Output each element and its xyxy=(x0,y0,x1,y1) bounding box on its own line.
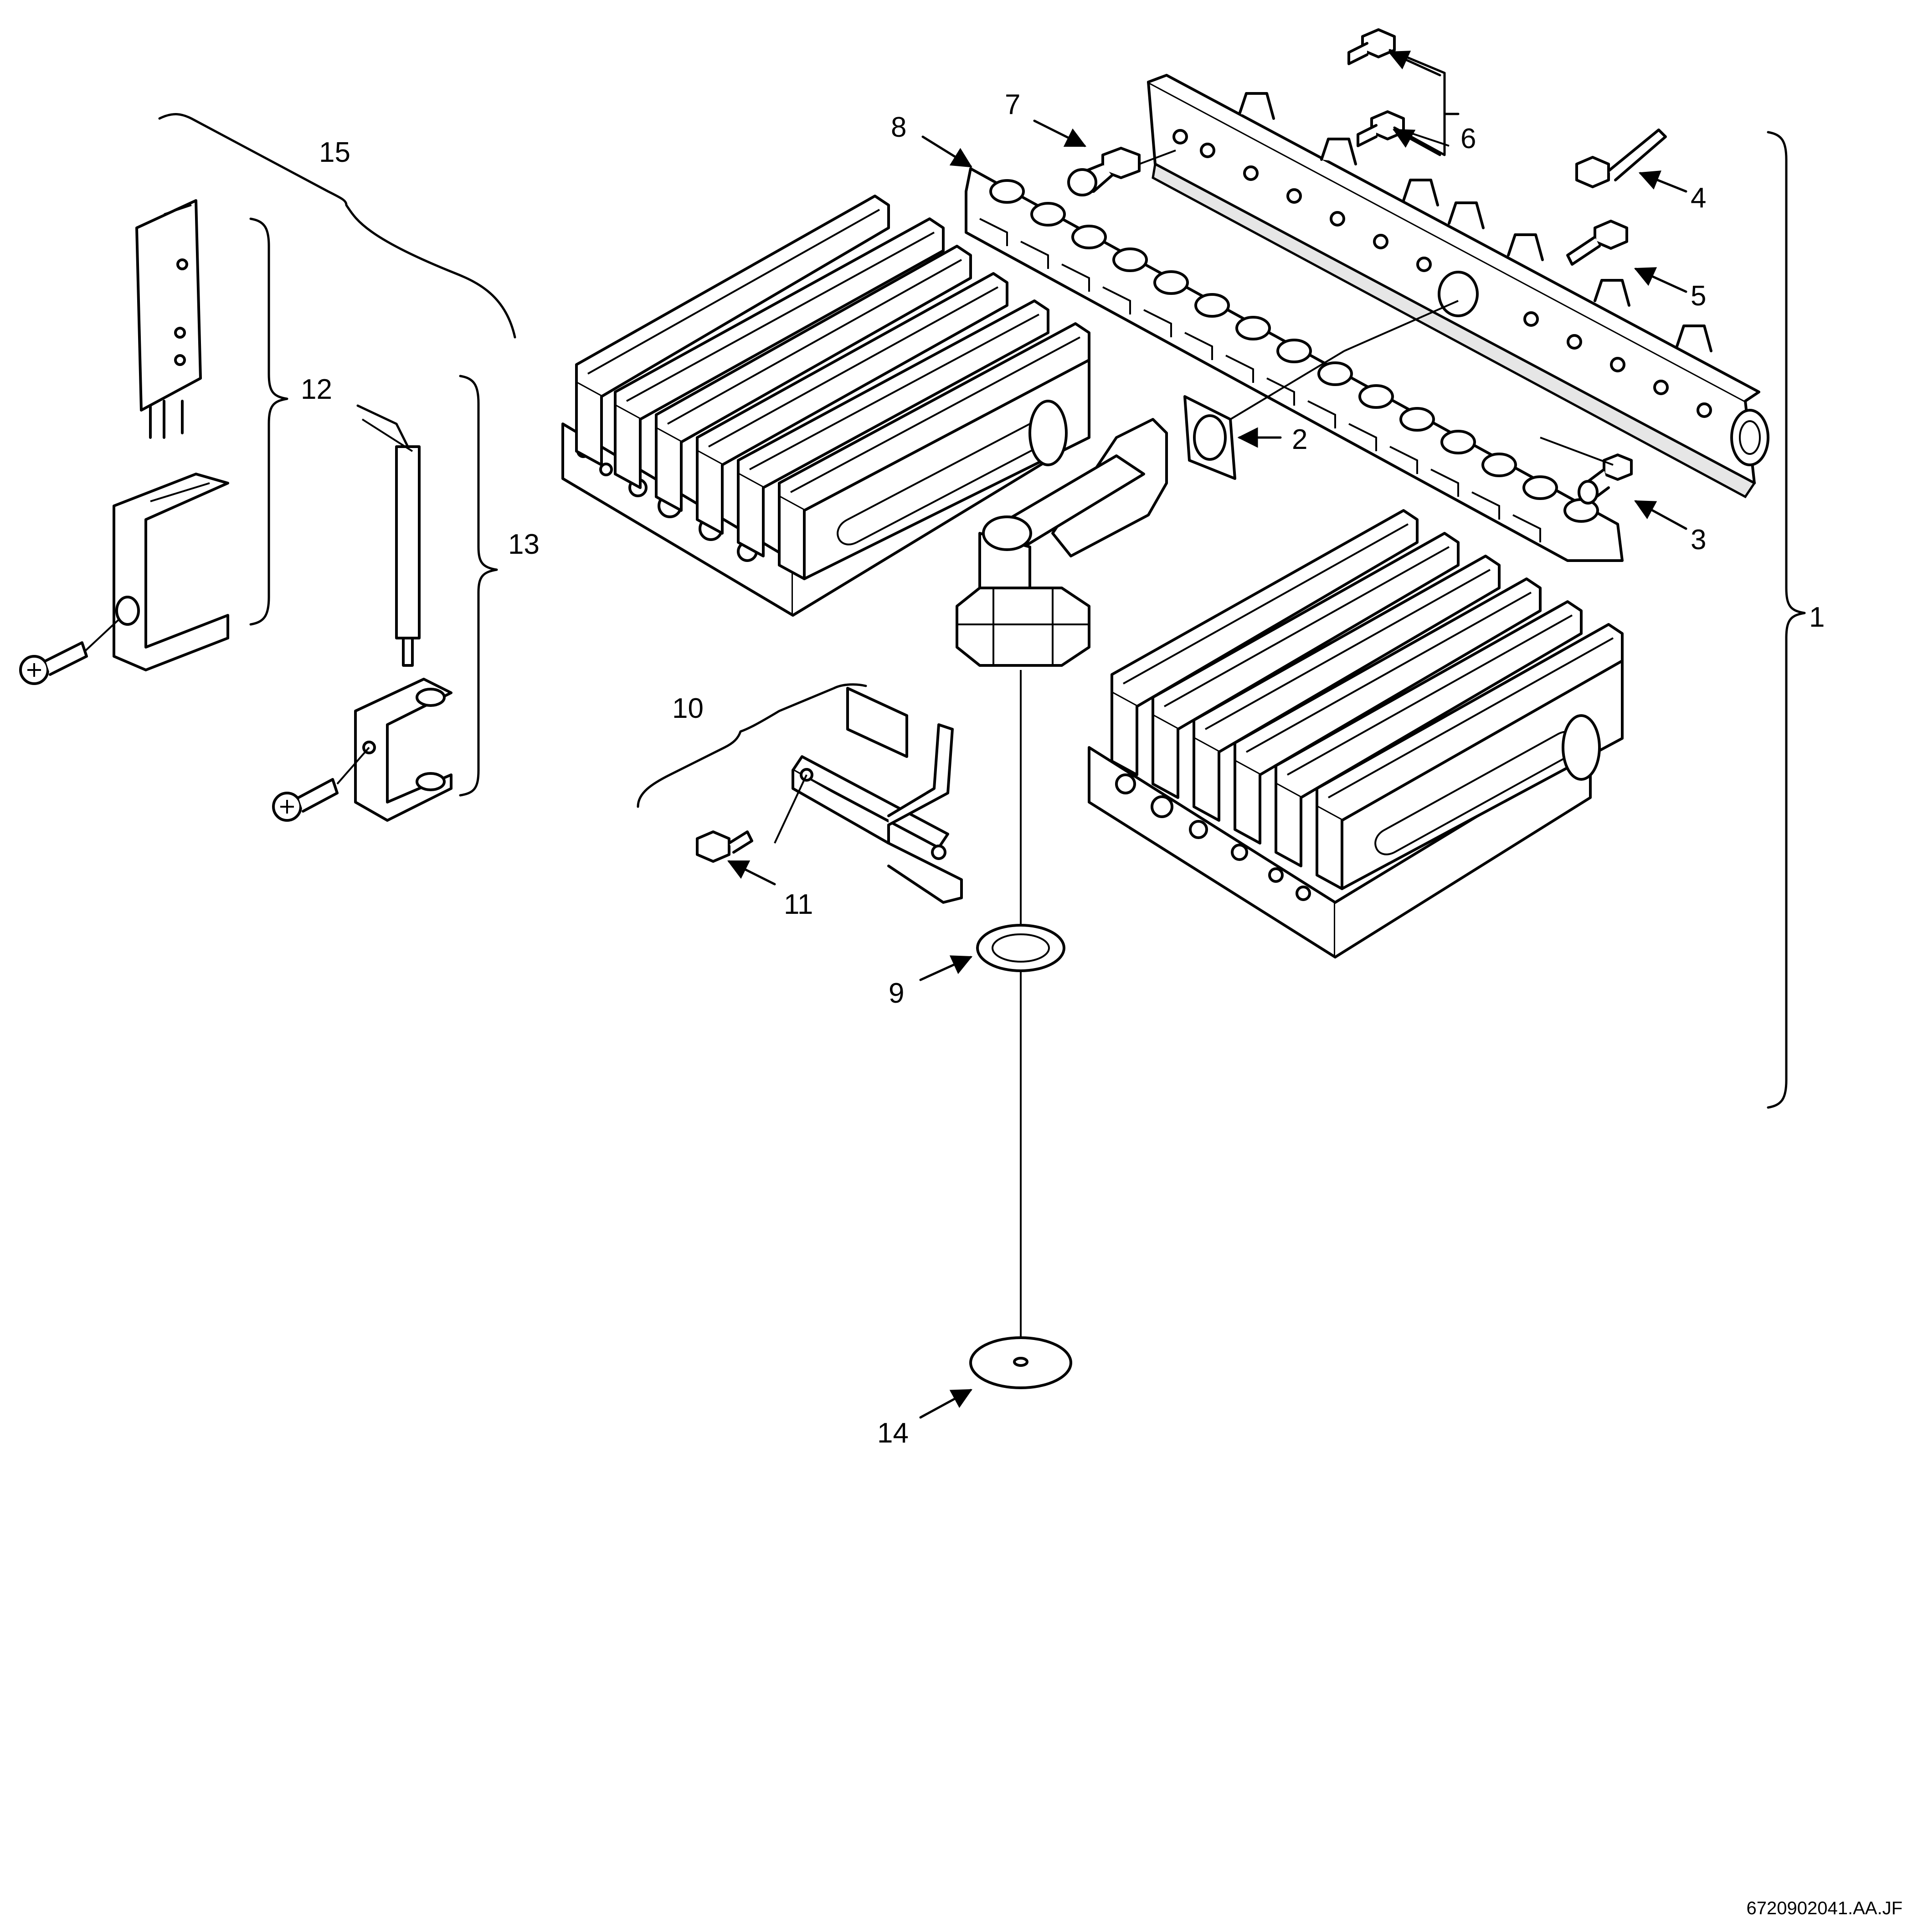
seal-ring-9 xyxy=(976,924,1065,972)
callout-labels: 1 2 3 4 5 6 7 8 9 10 11 12 13 14 15 xyxy=(301,89,1825,1449)
right-burner-block xyxy=(1088,509,1624,958)
disk-14 xyxy=(969,1336,1072,1389)
callout-1: 1 xyxy=(1809,602,1825,633)
electrode-bracket-13 xyxy=(354,678,452,822)
screw-5 xyxy=(1566,220,1628,266)
gas-manifold-rail xyxy=(1147,74,1769,499)
callout-11: 11 xyxy=(784,889,813,920)
flame-sensor-bracket xyxy=(792,687,963,904)
leader-lines xyxy=(83,49,1687,1419)
callout-7: 7 xyxy=(1005,89,1020,120)
callout-6: 6 xyxy=(1460,123,1476,155)
drawing-reference: 6720902041.AA.JF xyxy=(1747,1898,1902,1918)
brace-10 xyxy=(637,683,867,808)
nozzle-3 xyxy=(1578,453,1633,505)
callout-13: 13 xyxy=(508,529,540,560)
brace-15 xyxy=(158,113,516,339)
callout-15: 15 xyxy=(319,137,350,168)
screw-12 xyxy=(19,641,88,685)
electrode-holder-top xyxy=(135,199,202,439)
nozzle-7 xyxy=(1067,147,1141,196)
callout-9: 9 xyxy=(889,978,904,1009)
left-burner-block xyxy=(561,195,1090,617)
brace-13 xyxy=(459,375,498,797)
callout-10: 10 xyxy=(672,693,704,724)
electrode-13 xyxy=(356,404,421,667)
screw-13 xyxy=(272,778,339,822)
gas-inlet-elbow xyxy=(956,418,1168,667)
brace-1 xyxy=(1767,131,1806,1109)
screw-11 xyxy=(696,830,753,863)
screw-6a xyxy=(1347,28,1396,65)
pin-4 xyxy=(1575,129,1667,188)
callout-14: 14 xyxy=(877,1417,909,1449)
callout-3: 3 xyxy=(1691,524,1706,556)
gasket-strip xyxy=(965,167,1624,562)
callout-12: 12 xyxy=(301,374,332,405)
right-burner-bars xyxy=(1111,509,1624,890)
callout-2: 2 xyxy=(1292,424,1307,455)
left-burner-bars xyxy=(575,195,1090,580)
callout-8: 8 xyxy=(891,112,906,143)
electrode-bracket-12 xyxy=(113,473,229,671)
brace-12 xyxy=(249,217,288,626)
callout-5: 5 xyxy=(1691,280,1706,312)
square-gasket xyxy=(1183,395,1236,480)
callout-4: 4 xyxy=(1691,182,1706,214)
